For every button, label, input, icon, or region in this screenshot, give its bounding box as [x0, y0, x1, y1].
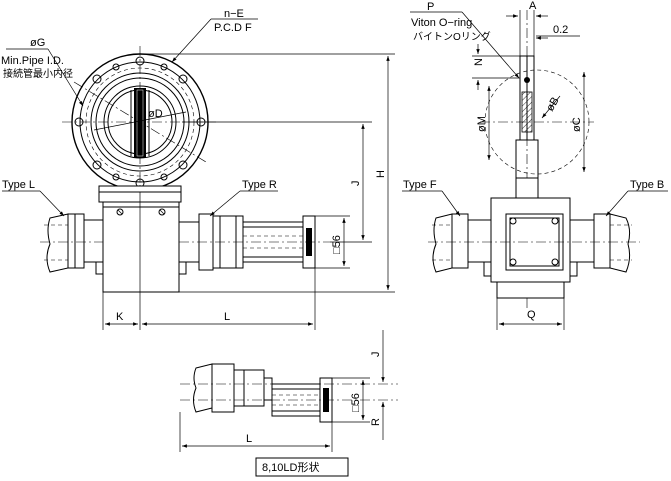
label-dim-56: □56: [331, 235, 343, 254]
label-type-l: Type L: [2, 179, 35, 191]
label-dim-q: Q: [527, 309, 536, 321]
label-n-e: n−E: [224, 8, 244, 20]
label-type-f: Type F: [403, 179, 437, 191]
side-ports: [428, 213, 640, 273]
side-view: P A Viton O−ring バイトンOリング 0.2 N øM øB øC…: [402, 0, 668, 330]
side-body: [483, 177, 578, 299]
label-dim-l: L: [224, 311, 230, 323]
label-pcd-f: P.C.D F: [214, 22, 252, 34]
front-view: n−E P.C.D F øG Min.Pipe I.D. 接続管最小内径 øD …: [1, 8, 395, 330]
label-type-b: Type B: [630, 179, 664, 191]
label-phi-m: øM: [476, 116, 488, 132]
label-0-2: 0.2: [553, 24, 568, 36]
right-port-actuator: [178, 213, 330, 271]
label-bottom-j: J: [370, 352, 382, 358]
label-phi-b: øB: [544, 95, 561, 113]
label-type-r: Type R: [242, 179, 277, 191]
label-p: P: [427, 1, 434, 13]
label-bottom-56: □56: [350, 393, 362, 412]
label-bottom-l: L: [246, 433, 252, 445]
label-viton-oring: Viton O−ring: [411, 17, 472, 29]
label-dim-h: H: [375, 170, 387, 178]
valve-body: [95, 201, 187, 293]
caption-8-10ld: 8,10LD形状: [262, 460, 319, 474]
label-a: A: [529, 0, 537, 12]
label-phi-d: øD: [148, 108, 163, 120]
label-min-pipe-id-jp: 接続管最小内径: [3, 67, 73, 80]
label-dim-j: J: [350, 181, 362, 187]
label-phi-g: øG: [30, 37, 45, 49]
label-bottom-r: R: [370, 418, 382, 426]
side-view-dimensions: [402, 10, 668, 330]
bottom-assembly: [180, 363, 398, 423]
label-dim-k: K: [116, 311, 124, 323]
bottom-view: J □56 R L 8,10LD形状: [179, 330, 398, 477]
label-min-pipe-id: Min.Pipe I.D.: [1, 55, 64, 67]
bottom-view-dimensions: [179, 330, 385, 452]
label-n: N: [473, 58, 485, 66]
left-port-pipe: [40, 213, 104, 273]
label-viton-oring-jp: バイトンOリング: [413, 30, 491, 43]
label-phi-c: øC: [571, 117, 583, 132]
front-view-dimensions: [2, 18, 395, 330]
caption-box: [255, 457, 349, 477]
